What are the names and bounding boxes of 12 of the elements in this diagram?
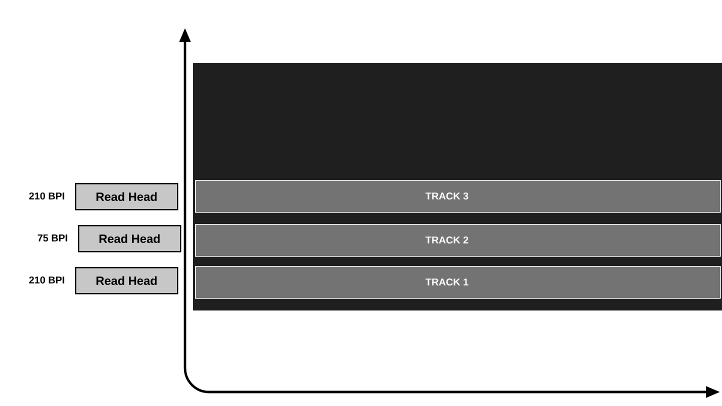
track-band bbox=[195, 180, 721, 213]
track-label: TRACK 3 bbox=[426, 192, 468, 200]
read-head-box: Read Head bbox=[75, 267, 178, 294]
bpi-label: 75 BPI bbox=[38, 234, 68, 242]
track-label: TRACK 2 bbox=[426, 236, 468, 244]
track-band bbox=[195, 224, 721, 257]
read-head-box: Read Head bbox=[78, 225, 182, 252]
bpi-label: 210 BPI bbox=[29, 192, 64, 200]
track-label: TRACK 1 bbox=[426, 278, 468, 286]
track-band bbox=[195, 266, 721, 299]
bpi-label: 210 BPI bbox=[29, 276, 64, 284]
read-head-box: Read Head bbox=[75, 183, 178, 210]
